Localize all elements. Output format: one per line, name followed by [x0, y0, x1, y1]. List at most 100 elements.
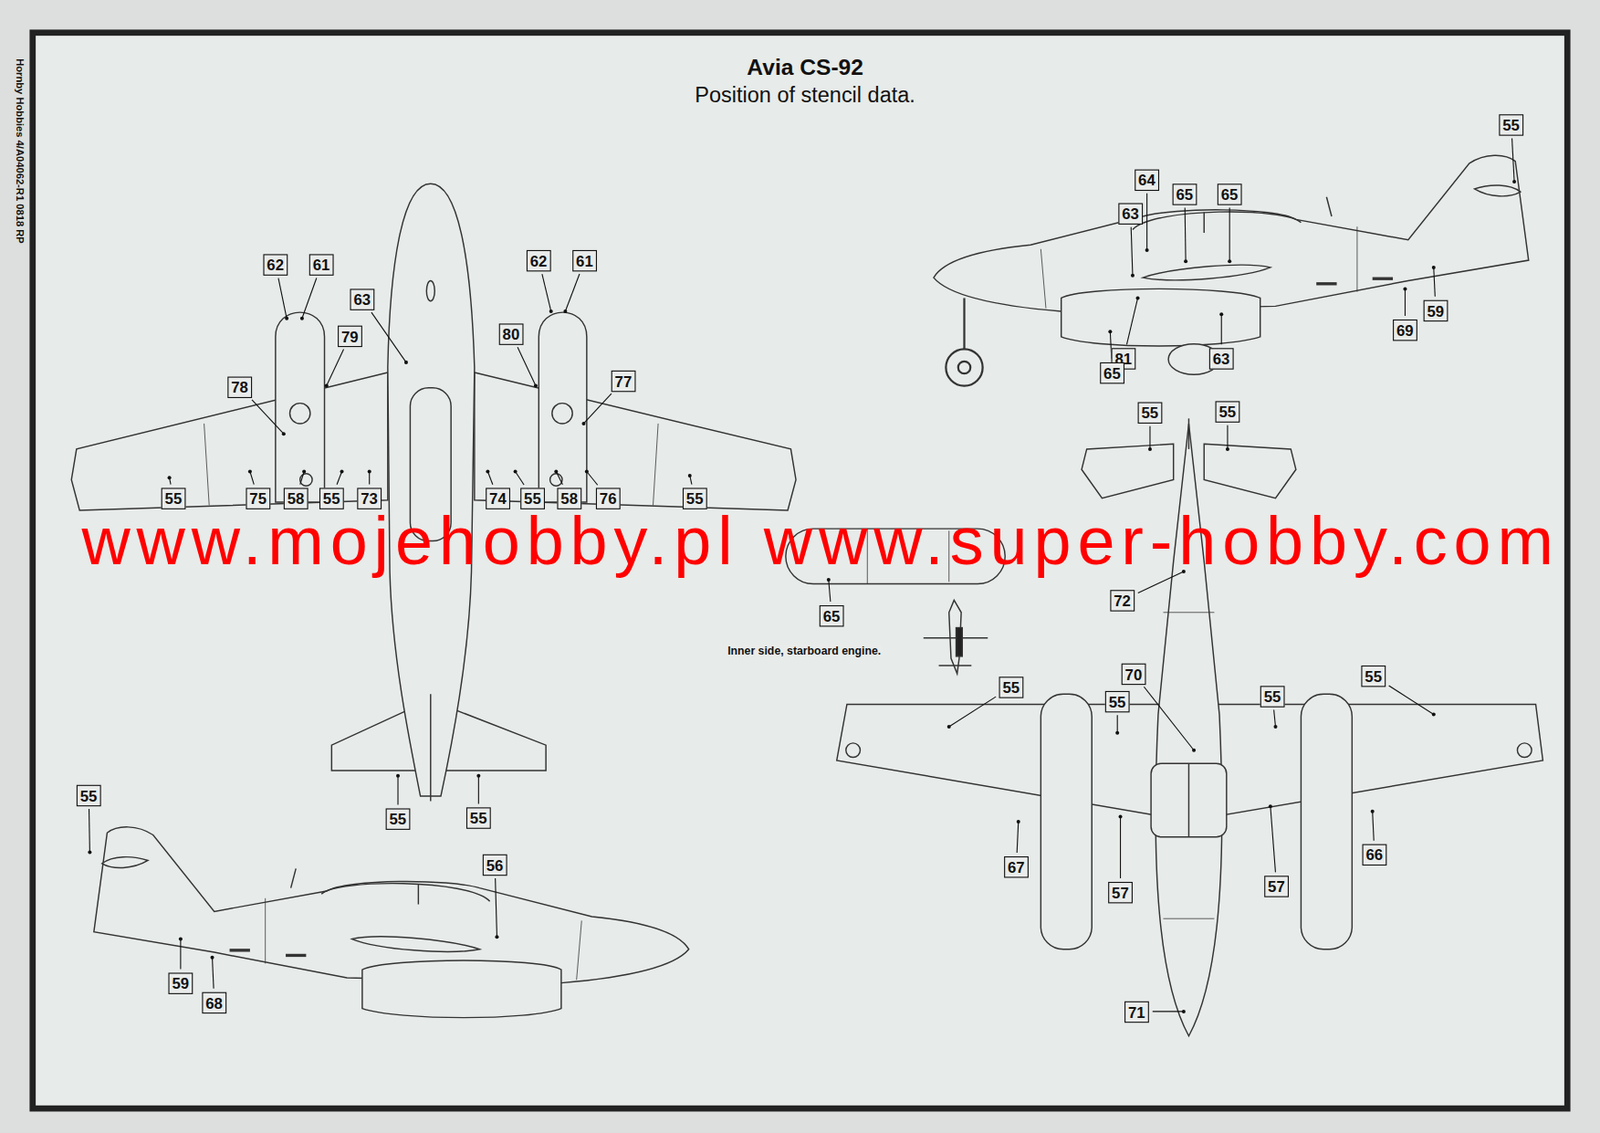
leader-tip	[1432, 712, 1436, 717]
leader-tip	[300, 316, 304, 321]
callout-number: 72	[1109, 589, 1136, 611]
subtitle: Position of stencil data.	[694, 83, 915, 108]
leader-line	[1146, 193, 1148, 251]
leader-tip	[688, 473, 692, 478]
leader-line	[179, 939, 181, 970]
leader-line	[517, 346, 536, 386]
leader-line	[583, 393, 611, 424]
leader-tip	[476, 773, 481, 778]
callout-number: 76	[595, 487, 621, 509]
leader-line	[336, 471, 342, 485]
leader-tip	[1219, 312, 1224, 316]
leader-tip	[1512, 179, 1517, 184]
leader-tip	[1148, 447, 1152, 451]
leader-line	[478, 775, 480, 805]
leader-line	[212, 957, 215, 989]
leader-tip	[494, 934, 499, 939]
leader-tip	[167, 475, 172, 480]
callout-number: 61	[572, 249, 598, 271]
callout-number: 59	[167, 972, 194, 994]
callout-number: 55	[1137, 401, 1163, 423]
leader-tip	[513, 469, 518, 473]
callout-number: 75	[245, 487, 272, 509]
callout-number: 57	[1108, 880, 1134, 902]
callout-number: 65	[818, 604, 845, 626]
leader-tip	[1130, 273, 1135, 278]
leader-tip	[248, 469, 252, 473]
leader-tip	[1118, 814, 1123, 818]
leader-line	[1274, 710, 1276, 727]
leader-tip	[1370, 809, 1375, 814]
leader-line	[1389, 685, 1434, 715]
leader-line	[495, 878, 498, 937]
note-text: Inner side, starboard engine.	[725, 643, 884, 656]
leader-tip	[533, 384, 538, 388]
callout-number: 61	[308, 253, 335, 275]
leader-tip	[1192, 748, 1196, 753]
leader-tip	[178, 937, 183, 942]
leader-line	[828, 579, 831, 602]
callout-number: 55	[160, 487, 187, 509]
callout-number: 55	[998, 676, 1025, 698]
leader-line	[1152, 1010, 1184, 1012]
leader-line	[368, 471, 370, 485]
leader-tip	[1432, 265, 1436, 270]
leader-line	[1270, 805, 1276, 872]
leader-line	[1149, 426, 1151, 450]
callout-number: 55	[385, 807, 411, 829]
leader-tip	[563, 309, 567, 314]
leader-tip	[1225, 447, 1230, 451]
leader-line	[1138, 571, 1184, 593]
callout-number: 66	[1361, 843, 1388, 865]
callout-number: 69	[1391, 318, 1418, 340]
leader-tip	[367, 469, 372, 473]
leader-tip	[585, 469, 589, 473]
leader-tip	[324, 384, 329, 388]
leader-line	[302, 277, 317, 318]
callout-number: 59	[1422, 299, 1449, 321]
leader-line	[1221, 313, 1223, 345]
callout-number: 55	[1360, 664, 1387, 686]
callout-number: 68	[201, 991, 228, 1013]
leader-line	[251, 399, 284, 434]
callout-number: 55	[681, 487, 708, 509]
leader-tip	[1227, 259, 1232, 263]
leader-line	[88, 808, 91, 853]
callout-number: 73	[356, 487, 383, 509]
leader-line	[542, 273, 552, 312]
callout-number: 77	[610, 369, 637, 391]
callout-number: 74	[485, 487, 512, 509]
leader-line	[250, 471, 254, 485]
callout-number: 65	[1216, 183, 1243, 205]
leader-line	[1229, 208, 1231, 262]
leader-line	[1184, 208, 1187, 262]
leader-line	[326, 349, 345, 387]
callout-number: 67	[1003, 855, 1030, 877]
leader-line	[300, 471, 304, 485]
callout-number: 55	[75, 784, 102, 806]
leader-line	[949, 696, 996, 727]
callout-number: 62	[525, 249, 552, 271]
callout-number: 57	[1264, 875, 1290, 897]
callout-number: 71	[1123, 1000, 1150, 1022]
leader-tip	[1268, 804, 1273, 808]
leader-line	[515, 471, 524, 486]
leader-tip	[485, 469, 490, 473]
callout-number: 63	[1208, 347, 1234, 369]
callout-number: 55	[318, 487, 345, 509]
leader-line	[1119, 815, 1121, 879]
leader-tip	[404, 360, 408, 365]
leader-line	[564, 273, 580, 312]
leader-tip	[826, 577, 831, 582]
leader-line	[371, 312, 407, 363]
leader-line	[1117, 714, 1119, 733]
callout-number: 62	[262, 253, 289, 275]
leader-tip	[282, 431, 286, 436]
leader-tip	[87, 850, 92, 855]
callout-number: 55	[520, 487, 546, 509]
leader-tip	[1273, 724, 1277, 729]
callout-number: 70	[1120, 662, 1147, 684]
callout-number: 55	[465, 806, 492, 828]
callout-number: 63	[1118, 202, 1144, 224]
leader-tip	[947, 724, 952, 729]
